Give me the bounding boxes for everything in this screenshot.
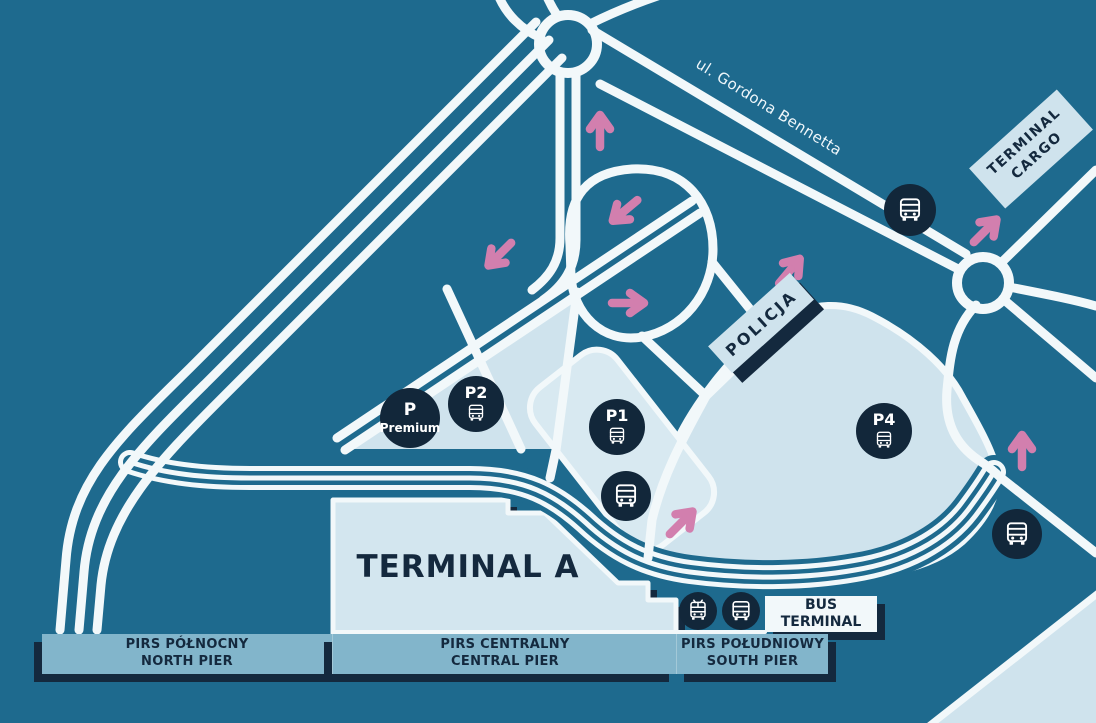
parking-p1-label: P1 bbox=[605, 406, 629, 425]
road-connector-1 bbox=[637, 331, 711, 401]
roundabout-north bbox=[534, 10, 602, 78]
tram-icon bbox=[686, 599, 710, 623]
bus-stop-bus-terminal bbox=[722, 592, 760, 630]
bus-icon bbox=[874, 430, 894, 450]
bus-terminal-line1: BUS bbox=[804, 596, 838, 613]
road-east-exit bbox=[1004, 282, 1096, 311]
pier-south-en: SOUTH PIER bbox=[706, 654, 799, 669]
bus-stop-terminal-front bbox=[601, 471, 651, 521]
parking-premium-name: Premium bbox=[379, 421, 441, 435]
bus-terminal-line2: TERMINAL bbox=[780, 614, 862, 630]
parking-premium-symbol: P bbox=[403, 400, 417, 420]
road-loop bbox=[565, 164, 718, 343]
road-parking-east-edge bbox=[545, 287, 582, 483]
pier-north-en: NORTH PIER bbox=[141, 654, 233, 669]
parking-p4-label: P4 bbox=[872, 410, 896, 429]
parking-p2-badge: P2 bbox=[448, 376, 504, 432]
road-top-exit bbox=[585, 0, 660, 29]
parking-p4-badge: P4 bbox=[856, 403, 912, 459]
parking-p2-label: P2 bbox=[464, 383, 488, 402]
road-gordona-bennetta-lower bbox=[595, 79, 965, 275]
road-approach-middle bbox=[74, 35, 554, 635]
pier-south-bar: PIRS POŁUDNIOWY SOUTH PIER bbox=[676, 634, 828, 674]
parking-p1-badge: P1 bbox=[589, 399, 645, 455]
road-south-curve bbox=[942, 300, 1096, 558]
tram-stop-bus-terminal bbox=[679, 592, 717, 630]
bus-icon bbox=[466, 403, 486, 423]
road-cargo-exit bbox=[997, 165, 1096, 267]
pier-central-en: CENTRAL PIER bbox=[451, 654, 559, 669]
area-bottom-right-apron bbox=[927, 590, 1096, 723]
terminal-a-label: TERMINAL A bbox=[356, 549, 580, 585]
road-southeast-exit bbox=[998, 294, 1096, 383]
pier-central-bar: PIRS CENTRALNY CENTRAL PIER bbox=[332, 634, 677, 674]
road-parking-divider bbox=[442, 284, 526, 454]
pier-central-pl: PIRS CENTRALNY bbox=[440, 637, 570, 653]
pier-south-pl: PIRS POŁUDNIOWY bbox=[680, 637, 825, 653]
bus-icon bbox=[1003, 520, 1031, 548]
road-network bbox=[55, 0, 1096, 635]
bus-terminal-label: BUS TERMINAL bbox=[765, 596, 877, 632]
bus-icon bbox=[607, 426, 627, 446]
road-approach-outer bbox=[55, 17, 541, 635]
road-approach-inner bbox=[92, 53, 567, 635]
pier-north-pl: PIRS PÓŁNOCNY bbox=[125, 637, 249, 653]
bus-stop-southeast bbox=[992, 509, 1042, 559]
bus-icon bbox=[612, 482, 640, 510]
parking-premium-badge: P Premium bbox=[380, 388, 440, 448]
road-vertical-left bbox=[527, 68, 565, 295]
bus-icon bbox=[729, 599, 753, 623]
bus-icon bbox=[896, 196, 924, 224]
pier-north-bar: PIRS PÓŁNOCNY NORTH PIER bbox=[42, 634, 332, 674]
bus-stop-gordona-bennetta bbox=[884, 184, 936, 236]
road-connector-4 bbox=[643, 391, 711, 563]
